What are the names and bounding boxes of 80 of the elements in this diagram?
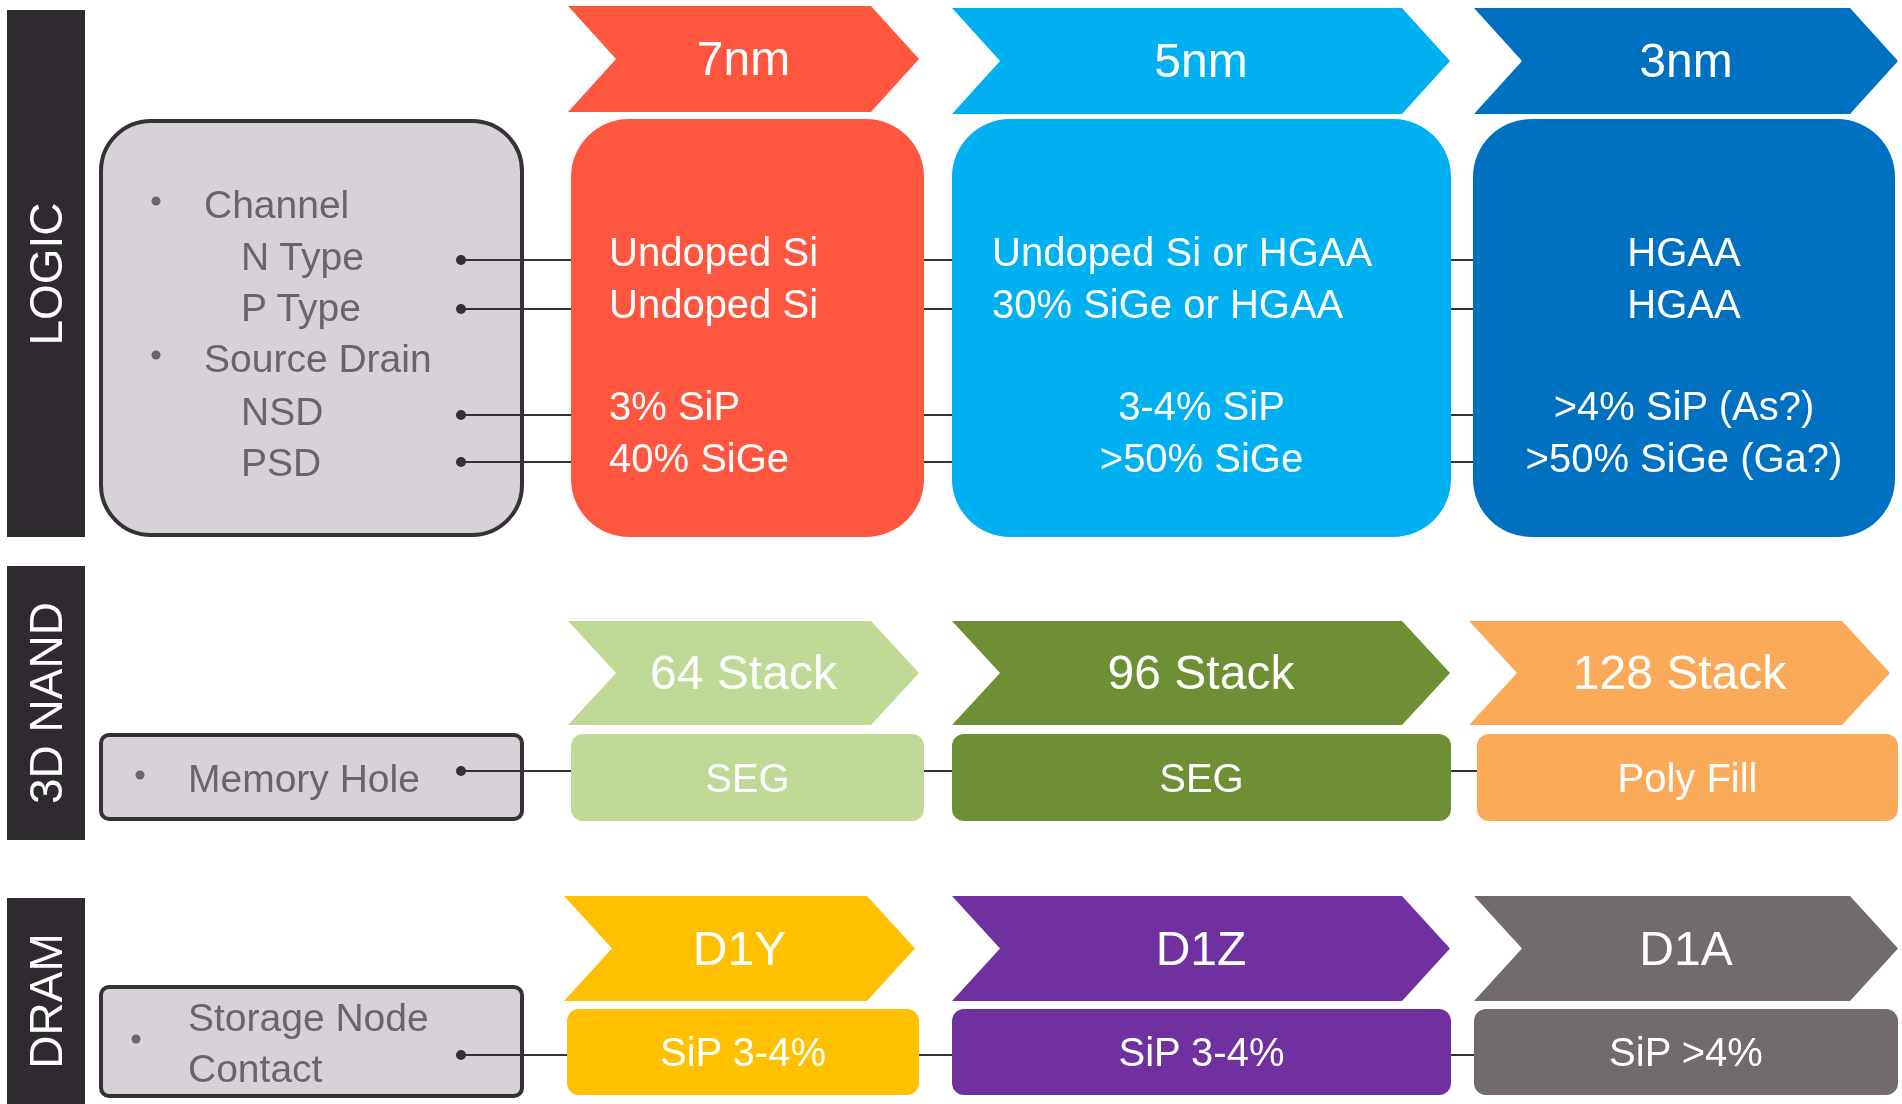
chevron-banner bbox=[1474, 896, 1898, 1001]
chevron-banner bbox=[952, 621, 1450, 725]
label-text: 3-4% SiP bbox=[1117, 383, 1286, 429]
label-text: Undoped Si bbox=[609, 281, 819, 327]
label-text: 3% SiP bbox=[609, 383, 741, 429]
connector-line bbox=[923, 414, 953, 416]
process-box bbox=[952, 119, 1451, 537]
connector-line bbox=[1450, 770, 1478, 772]
label-text: Poly Fill bbox=[1616, 754, 1759, 801]
connector-line bbox=[456, 766, 572, 776]
label-text: D1Y bbox=[692, 920, 787, 977]
process-box bbox=[567, 1009, 919, 1095]
label-text: SiP 3-4% bbox=[659, 1029, 827, 1075]
label-text: P Type bbox=[241, 285, 361, 331]
process-box bbox=[571, 119, 924, 537]
connector-line bbox=[1450, 259, 1474, 261]
label-text: >50% SiGe bbox=[1098, 435, 1305, 481]
label-text: DRAM bbox=[19, 933, 73, 1069]
label-text: 30% SiGe or HGAA bbox=[992, 281, 1344, 327]
label-text: Source Drain bbox=[204, 336, 432, 382]
process-box bbox=[1477, 734, 1898, 821]
label-text: Channel bbox=[204, 182, 350, 228]
label-text: 40% SiGe bbox=[609, 435, 790, 481]
chevron-banner bbox=[952, 8, 1450, 114]
label-text: N Type bbox=[241, 234, 364, 280]
chevron-banner bbox=[1469, 621, 1890, 725]
label-text: Storage Node Contact bbox=[188, 995, 430, 1092]
label-text: HGAA bbox=[1626, 281, 1742, 327]
connector-line bbox=[456, 457, 572, 467]
chevron-banner bbox=[568, 6, 919, 112]
label-text: HGAA bbox=[1626, 229, 1742, 275]
process-box bbox=[571, 734, 924, 821]
connector-line bbox=[456, 1050, 568, 1060]
chevron-banner bbox=[568, 621, 919, 725]
label-text: NSD bbox=[241, 389, 324, 435]
label-text: 3D NAND bbox=[19, 602, 73, 804]
label-text: >4% SiP (As?) bbox=[1552, 383, 1816, 429]
label-text: 5nm bbox=[1154, 33, 1248, 89]
process-box bbox=[952, 734, 1451, 821]
label-text: >50% SiGe (Ga?) bbox=[1524, 435, 1844, 481]
label-text: Memory Hole bbox=[188, 756, 420, 802]
label-text: 96 Stack bbox=[1107, 645, 1295, 701]
process-box bbox=[1474, 1009, 1898, 1095]
connector-line bbox=[456, 255, 572, 265]
label-text: 3nm bbox=[1639, 33, 1733, 89]
section-band bbox=[7, 898, 85, 1104]
label-text: 128 Stack bbox=[1572, 645, 1787, 701]
process-box bbox=[1473, 119, 1895, 537]
chevron-banner bbox=[952, 896, 1450, 1001]
connector-line bbox=[923, 308, 953, 310]
connector-line bbox=[1450, 461, 1474, 463]
label-text: LOGIC bbox=[19, 201, 73, 346]
category-box bbox=[99, 985, 524, 1098]
connector-line bbox=[923, 259, 953, 261]
label-text: Undoped Si or HGAA bbox=[992, 229, 1373, 275]
connector-line bbox=[923, 461, 953, 463]
chevron-banner bbox=[564, 896, 915, 1001]
label-text: SiP 3-4% bbox=[1117, 1029, 1286, 1075]
connector-line bbox=[1450, 308, 1474, 310]
category-box bbox=[99, 119, 524, 537]
label-text: 7nm bbox=[696, 31, 791, 87]
label-text: D1Z bbox=[1155, 920, 1247, 977]
connector-line bbox=[923, 770, 953, 772]
label-text: SEG bbox=[704, 754, 791, 801]
connector-line bbox=[918, 1054, 953, 1056]
label-text: Undoped Si bbox=[609, 229, 819, 275]
chevron-banner bbox=[1474, 8, 1898, 114]
category-box bbox=[99, 733, 524, 821]
connector-line bbox=[456, 410, 572, 420]
process-box bbox=[952, 1009, 1451, 1095]
connector-line bbox=[1450, 1054, 1475, 1056]
connector-line bbox=[456, 304, 572, 314]
section-band bbox=[7, 566, 85, 840]
label-text: 64 Stack bbox=[650, 645, 837, 701]
section-band bbox=[7, 10, 85, 537]
label-text: SEG bbox=[1158, 754, 1245, 801]
connector-line bbox=[1450, 414, 1474, 416]
label-text: SiP >4% bbox=[1608, 1029, 1764, 1075]
label-text: PSD bbox=[241, 440, 322, 486]
label-text: D1A bbox=[1639, 920, 1733, 977]
